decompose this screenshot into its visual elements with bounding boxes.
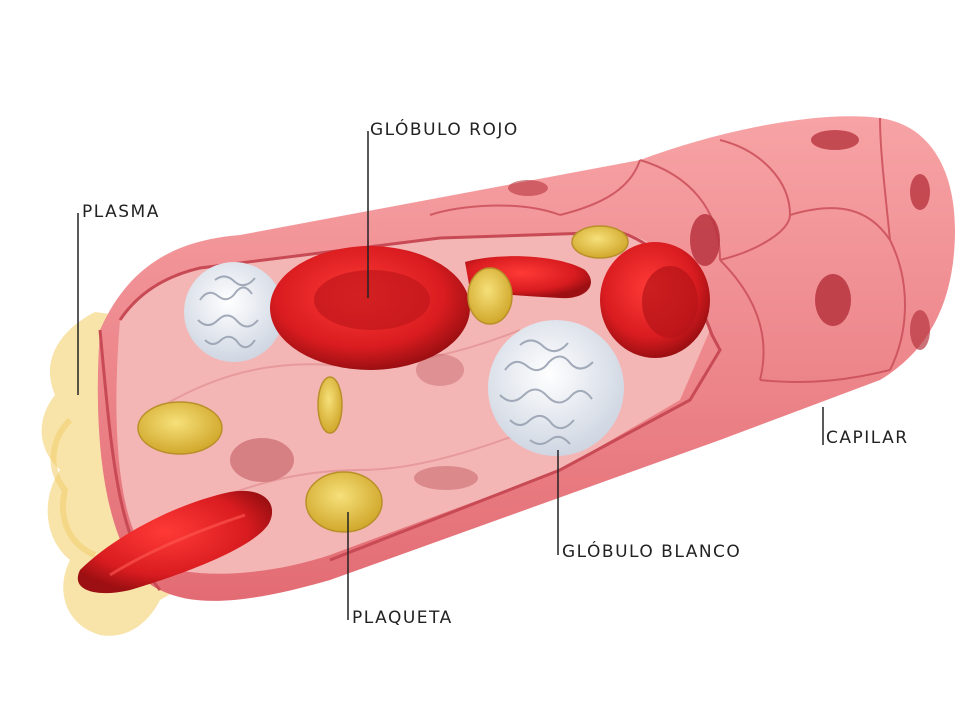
label-plasma: PLASMA [82,202,160,222]
leader-lines [77,131,824,620]
platelet-center-edge [317,376,343,434]
platelet-behind-red [467,267,513,325]
platelet-left [137,401,223,455]
white-blood-cell-center [488,320,624,456]
platelet-top [571,225,629,259]
red-blood-cell-right [600,242,710,358]
red-blood-cell-center [270,246,470,370]
platelet-bottom [305,471,383,533]
label-capillary: CAPILAR [826,428,909,448]
label-white-blood-cell: GLÓBULO BLANCO [562,542,742,562]
label-red-blood-cell: GLÓBULO ROJO [370,120,519,140]
white-blood-cell-left [184,262,284,362]
red-blood-cell-exiting [77,490,273,594]
label-platelet: PLAQUETA [352,608,453,628]
